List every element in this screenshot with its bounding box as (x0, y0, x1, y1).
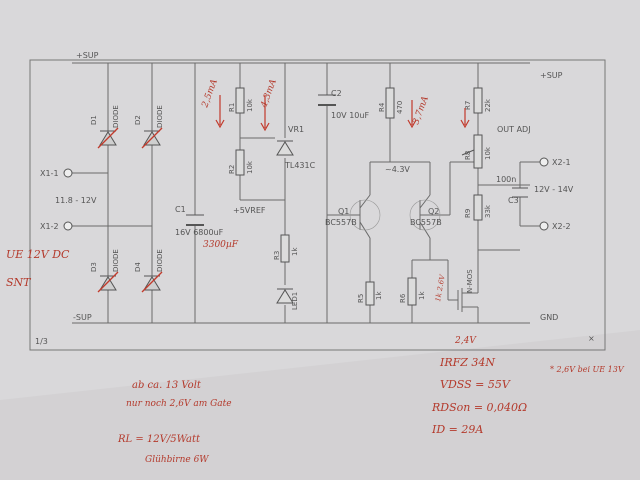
mosfet-vdss: VDSS = 55V (440, 378, 511, 391)
r7-label: R7 (464, 101, 472, 110)
close-mark-icon[interactable]: × (588, 334, 595, 343)
potentiometer-wiper-icon (461, 149, 475, 156)
d4-value: DIODE (156, 249, 164, 272)
led1-label: LED1 (291, 292, 299, 310)
nmos-label: N-MOS (466, 269, 474, 293)
note-snt: SNT (6, 276, 32, 289)
net-43v: ~4.3V (385, 165, 410, 174)
q1-label: Q1 (338, 207, 349, 216)
side-note: * 2,6V bei UE 13V (550, 365, 625, 374)
r4-label: R4 (378, 102, 386, 112)
page-indicator: 1/3 (35, 337, 48, 346)
connector-x1-2-pad[interactable] (63, 221, 73, 231)
connector-x1-1-label: X1-1 (40, 169, 59, 178)
r5-label: R5 (357, 294, 365, 303)
r7-value: 22k (484, 98, 492, 112)
note-line-2: nur noch 2,6V am Gate (126, 399, 232, 409)
connector-x2-1-label: X2-1 (552, 158, 571, 167)
resistor-r1-icon (235, 87, 245, 114)
c2-value: 10V 10uF (331, 111, 369, 120)
led-icon (276, 288, 294, 304)
c1-label: C1 (175, 205, 186, 214)
d3-label: D3 (90, 262, 98, 272)
diode-strike-marks (97, 127, 163, 293)
capacitor-c3-icon (512, 187, 528, 198)
resistor-r5-icon (365, 281, 375, 306)
transistor-q1-icon (349, 199, 381, 231)
connector-x2-2-label: X2-2 (552, 222, 571, 231)
r1-label: R1 (228, 103, 236, 112)
r5-value: 1k (375, 291, 383, 300)
r8-value: 10k (484, 146, 492, 160)
d3-value: DIODE (112, 249, 120, 272)
resistor-r2-icon (235, 149, 245, 176)
r9-value: 33k (484, 204, 492, 218)
out-adj-label: OUT ADJ (497, 125, 531, 134)
r3-label: R3 (273, 251, 281, 260)
transistor-q2-icon (409, 199, 441, 231)
r4-value: 470 (396, 101, 404, 114)
note-bulb: Glühbirne 6W (145, 455, 209, 465)
r6-label: R6 (399, 293, 407, 303)
resistor-r6-icon (407, 277, 417, 306)
resistor-r4-icon (385, 87, 395, 119)
r6-value: 1k (418, 291, 426, 300)
tl431-icon (276, 140, 294, 156)
connector-x2-1-pad[interactable] (539, 157, 549, 167)
net-vref: +5VREF (233, 206, 266, 215)
mosfet-id: ID = 29A (431, 423, 483, 436)
current-arrows (215, 95, 470, 132)
c1-handwritten-value: 3300µF (203, 240, 239, 250)
connector-x1-2-label: X1-2 (40, 222, 59, 231)
q2-label: Q2 (428, 207, 439, 216)
q2-value: BC557B (410, 218, 442, 227)
d1-value: DIODE (112, 105, 120, 128)
net-sup-pos-right: +SUP (540, 71, 563, 80)
r3-value: 1k (291, 247, 299, 256)
c3-value: 100n (496, 175, 516, 184)
annotation-gate-voltage: 2,4V (454, 336, 477, 346)
d1-label: D1 (90, 115, 98, 125)
connector-x2-range: 12V - 14V (534, 185, 574, 194)
mosfet-rdson: RDSon = 0,040Ω (431, 401, 527, 414)
c2-label: C2 (331, 89, 342, 98)
net-sup-neg-left: -SUP (73, 313, 92, 322)
vr1-value: TL431C (284, 161, 316, 170)
net-sup-pos-left: +SUP (76, 51, 99, 60)
capacitor-c2-icon (318, 94, 336, 106)
connector-x1-1-pad[interactable] (63, 168, 73, 178)
potentiometer-r8-icon (473, 134, 483, 169)
connector-x1-range: 11.8 - 12V (55, 196, 97, 205)
note-rl: RL = 12V/5Watt (117, 434, 201, 445)
r2-value: 10k (246, 160, 254, 174)
r2-label: R2 (228, 165, 236, 174)
r9-label: R9 (464, 209, 472, 218)
net-gnd: GND (540, 313, 558, 322)
connector-x2-2-pad[interactable] (539, 221, 549, 231)
schematic-frame (29, 59, 606, 351)
d2-label: D2 (134, 115, 142, 125)
c1-value: 16V 6800uF (175, 228, 224, 237)
note-ue: UE 12V DC (6, 248, 70, 261)
vr1-label: VR1 (288, 125, 304, 134)
r1-value: 10k (246, 98, 254, 112)
note-line-1: ab ca. 13 Volt (132, 380, 202, 391)
d2-value: DIODE (156, 105, 164, 128)
d4-label: D4 (134, 262, 142, 272)
mosfet-part-number: IRFZ 34N (439, 356, 495, 369)
resistor-r3-icon (280, 234, 290, 263)
paper-shade (0, 330, 640, 480)
resistor-r7-icon (473, 87, 483, 114)
r8-label: R8 (464, 151, 472, 160)
resistor-r9-icon (473, 194, 483, 221)
q1-value: BC557B (325, 218, 357, 227)
c3-label: C3 (508, 196, 519, 205)
capacitor-c1-icon (186, 214, 204, 226)
